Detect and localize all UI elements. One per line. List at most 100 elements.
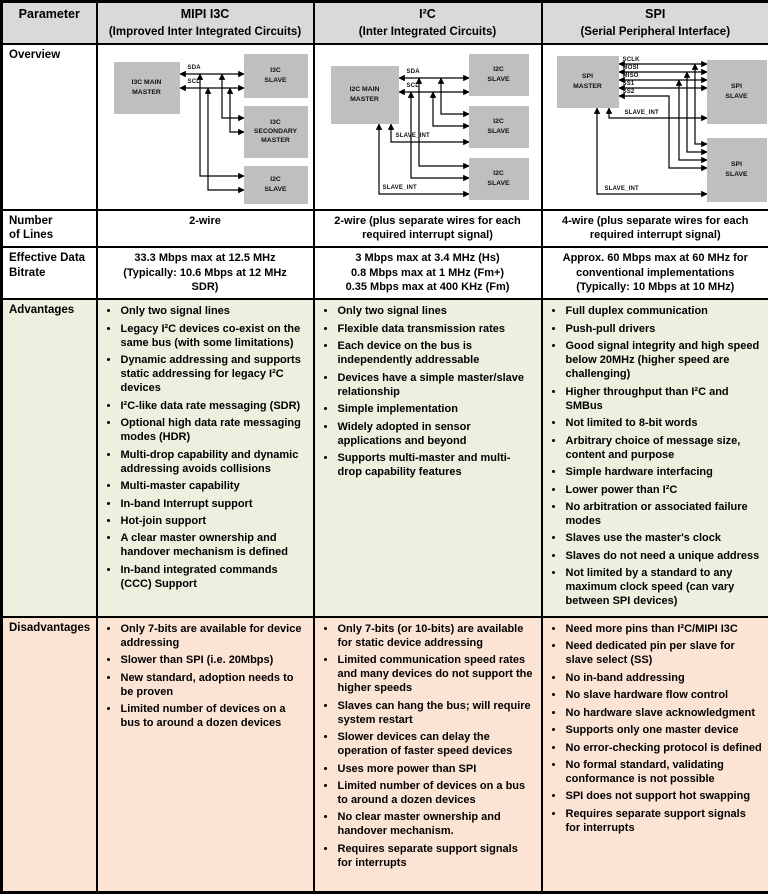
spi-sclk-label: SCLK: [623, 57, 640, 63]
spi-advantages-list: Full duplex communicationPush-pull drive…: [549, 305, 763, 609]
bullet-item: Only 7-bits (or 10-bits) are available f…: [337, 623, 535, 651]
bullet-item: Multi-drop capability and dynamic addres…: [120, 449, 307, 477]
i2c-number-of-lines: 2-wire (plus separate wires for each req…: [314, 210, 542, 248]
bullet-item: Slower than SPI (i.e. 20Mbps): [120, 654, 307, 668]
overview-cell-i2c: I2C MAIN MASTER I2C SLAVE I2C SLAVE I2C …: [314, 44, 542, 210]
bullet-item: Dynamic addressing and supports static a…: [120, 354, 307, 396]
i3c-subtitle: (Improved Inter Integrated Circuits): [100, 26, 311, 38]
bullet-item: Arbitrary choice of message size, conten…: [565, 435, 763, 463]
bullet-item: Need dedicated pin per slave for slave s…: [565, 640, 763, 668]
bitrate-row: Effective Data Bitrate 33.3 Mbps max at …: [2, 247, 768, 299]
row-label-disadvantages: Disadvantages: [2, 617, 97, 893]
spi-slave2-box: SPI SLAVE: [707, 138, 767, 202]
bullet-item: Good signal integrity and high speed bel…: [565, 340, 763, 382]
i3c-disadvantages-list: Only 7-bits are available for device add…: [104, 623, 307, 731]
i2c-slave2-box: I2C SLAVE: [469, 106, 529, 148]
bullet-item: Supports only one master device: [565, 724, 763, 738]
spi-disadvantages-list: Need more pins than I²C/MIPI I3C Need ded…: [549, 623, 763, 836]
bullet-item: Lower power than I²C: [565, 484, 763, 498]
bullet-item: Higher throughput than I²C and SMBus: [565, 386, 763, 414]
spi-advantages-cell: Full duplex communicationPush-pull drive…: [542, 299, 768, 616]
i3c-main-master-box: I3C MAIN MASTER: [114, 62, 180, 114]
i2c-slave-int1-label: SLAVE_INT: [396, 133, 430, 139]
i3c-bitrate: 33.3 Mbps max at 12.5 MHz (Typically: 10…: [97, 247, 314, 299]
spi-mosi-label: MOSI: [623, 65, 639, 71]
row-label-advantages: Advantages: [2, 299, 97, 616]
bullet-item: Limited number of devices on a bus to ar…: [120, 703, 307, 731]
spi-slave-int1-label: SLAVE_INT: [625, 110, 659, 116]
bullet-item: Full duplex communication: [565, 305, 763, 319]
i2c-slave-int2-label: SLAVE_INT: [383, 185, 417, 191]
i2c-slave1-box: I2C SLAVE: [469, 54, 529, 96]
bullet-item: Multi-master capability: [120, 480, 307, 494]
bullet-item: Devices have a simple master/slave relat…: [337, 372, 535, 400]
row-label-overview: Overview: [2, 44, 97, 210]
bullet-item: Hot-join support: [120, 515, 307, 529]
i3c-slave-box: I3C SLAVE: [244, 54, 308, 98]
bullet-item: Optional high data rate messaging modes …: [120, 417, 307, 445]
overview-row: Overview I3C MAIN MASTER I3C SLAVE I3C S…: [2, 44, 768, 210]
i2c-advantages-cell: Only two signal linesFlexible data trans…: [314, 299, 542, 616]
bullet-item: Only two signal lines: [337, 305, 535, 319]
bullet-item: Requires separate support signals for in…: [565, 808, 763, 836]
bullet-item: No arbitration or associated failure mod…: [565, 501, 763, 529]
spi-slave1-box: SPI SLAVE: [707, 60, 767, 124]
spi-ss1-label: SS1: [623, 81, 635, 87]
i3c-overview-diagram: I3C MAIN MASTER I3C SLAVE I3C SECONDARY …: [104, 48, 314, 206]
spi-title: SPI: [545, 7, 767, 21]
bullet-item: Uses more power than SPI: [337, 763, 535, 777]
bullet-item: Push-pull drivers: [565, 323, 763, 337]
bullet-item: No slave hardware flow control: [565, 689, 763, 703]
overview-cell-i3c: I3C MAIN MASTER I3C SLAVE I3C SECONDARY …: [97, 44, 314, 210]
i3c-advantages-list: Only two signal linesLegacy I²C devices …: [104, 305, 307, 591]
bullet-item: Limited number of devices on a bus to ar…: [337, 780, 535, 808]
overview-cell-spi: SPI MASTER SPI SLAVE SPI SLAVE SCLK MOSI…: [542, 44, 768, 210]
i2c-advantages-list: Only two signal linesFlexible data trans…: [321, 305, 535, 480]
row-label-number-of-lines: Number of Lines: [2, 210, 97, 248]
spi-slave-int2-label: SLAVE_INT: [605, 186, 639, 192]
number-of-lines-row: Number of Lines 2-wire 2-wire (plus sepa…: [2, 210, 768, 248]
column-header-mipi-i3c: MIPI I3C (Improved Inter Integrated Circ…: [97, 2, 314, 44]
bullet-item: Supports multi-master and multi-drop cap…: [337, 452, 535, 480]
column-header-parameter: Parameter: [2, 2, 97, 44]
i2c-bitrate: 3 Mbps max at 3.4 MHz (Hs) 0.8 Mbps max …: [314, 247, 542, 299]
i2c-slave3-box: I2C SLAVE: [469, 158, 529, 200]
bullet-item: Simple implementation: [337, 403, 535, 417]
header-row: Parameter MIPI I3C (Improved Inter Integ…: [2, 2, 768, 44]
bullet-item: Simple hardware interfacing: [565, 466, 763, 480]
i3c-disadvantages-cell: Only 7-bits are available for device add…: [97, 617, 314, 893]
i2c-slave-on-i3c-box: I2C SLAVE: [244, 166, 308, 204]
spi-miso-label: MISO: [623, 73, 639, 79]
bullet-item: Only 7-bits are available for device add…: [120, 623, 307, 651]
bullet-item: Slaves do not need a unique address: [565, 550, 763, 564]
i3c-sda-label: SDA: [188, 65, 201, 71]
bullet-item: No in-band addressing: [565, 672, 763, 686]
bullet-item: I²C-like data rate messaging (SDR): [120, 400, 307, 414]
spi-disadvantages-cell: Need more pins than I²C/MIPI I3C Need ded…: [542, 617, 768, 893]
bullet-item: Legacy I²C devices co-exist on the same …: [120, 323, 307, 351]
i2c-overview-diagram: I2C MAIN MASTER I2C SLAVE I2C SLAVE I2C …: [323, 48, 533, 206]
spi-overview-diagram: SPI MASTER SPI SLAVE SPI SLAVE SCLK MOSI…: [549, 48, 768, 206]
column-header-i2c: I²C (Inter Integrated Circuits): [314, 2, 542, 44]
advantages-row: Advantages Only two signal linesLegacy I…: [2, 299, 768, 616]
bullet-item: SPI does not support hot swapping: [565, 790, 763, 804]
bullet-item: Only two signal lines: [120, 305, 307, 319]
bullet-item: No hardware slave acknowledgment: [565, 707, 763, 721]
i2c-title: I²C: [317, 7, 539, 21]
bullet-item: Need more pins than I²C/MIPI I3C: [565, 623, 763, 637]
bullet-item: In-band Interrupt support: [120, 498, 307, 512]
i3c-number-of-lines: 2-wire: [97, 210, 314, 248]
column-header-spi: SPI (Serial Peripheral Interface): [542, 2, 768, 44]
bullet-item: No error-checking protocol is defined: [565, 742, 763, 756]
disadvantages-row: Disadvantages Only 7-bits are available …: [2, 617, 768, 893]
bullet-item: Slaves use the master's clock: [565, 532, 763, 546]
bullet-item: Slaves can hang the bus; will require sy…: [337, 700, 535, 728]
bullet-item: Widely adopted in sensor applications an…: [337, 421, 535, 449]
i3c-advantages-cell: Only two signal linesLegacy I²C devices …: [97, 299, 314, 616]
bullet-item: Not limited to 8-bit words: [565, 417, 763, 431]
bullet-item: Requires separate support signals for in…: [337, 843, 535, 871]
i2c-disadvantages-cell: Only 7-bits (or 10-bits) are available f…: [314, 617, 542, 893]
i2c-disadvantages-list: Only 7-bits (or 10-bits) are available f…: [321, 623, 535, 871]
bullet-item: Limited communication speed rates and ma…: [337, 654, 535, 696]
